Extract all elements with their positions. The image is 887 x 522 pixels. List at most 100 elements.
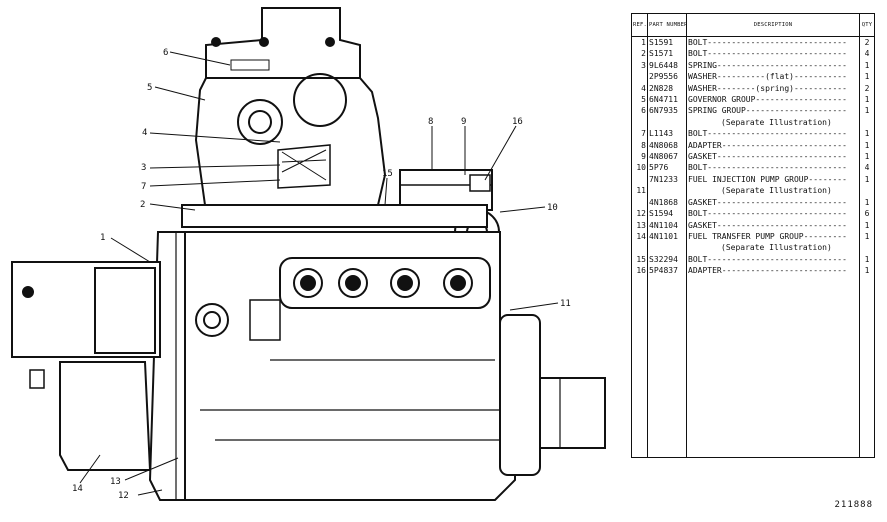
cell-description: GASKET--------------------------- [686,151,860,163]
cell-part-number: L1143 [647,128,687,140]
cell-qty [859,185,875,197]
cell-description: (Separate Illustration) [686,185,860,197]
callout-2: 2 [140,200,145,210]
cell-ref: 16 [631,265,648,277]
callout-5: 5 [147,83,152,93]
callout-11: 11 [560,299,571,309]
cell-description: FUEL TRANSFER PUMP GROUP--------- [686,230,860,243]
callout-7: 7 [141,182,146,192]
callout-1: 1 [100,233,105,243]
blank-cell [631,276,648,458]
cell-part-number [647,116,687,129]
cell-qty: 4 [859,162,875,174]
governor-housing [194,7,387,206]
cell-description: ADAPTER-------------------------- [686,139,860,152]
cell-ref: 14 [631,230,648,243]
cell-part-number: 5P76 [647,162,687,174]
cell-qty: 1 [859,265,875,277]
blank-cell [647,276,687,458]
leader-lines [79,51,559,496]
cell-part-number [647,185,687,197]
pump-body [148,231,516,501]
callout-9: 9 [461,117,466,127]
cell-description: BOLT----------------------------- [686,162,860,174]
callout-3: 3 [141,163,146,173]
cell-ref [631,71,648,83]
callout-15: 15 [382,169,393,179]
cell-part-number: 4N8068 [647,139,687,152]
callout-13: 13 [110,477,121,487]
cell-ref [631,196,648,209]
cell-ref: 1 [631,36,648,49]
cell-ref: 9 [631,151,648,163]
base-plate [181,204,488,228]
callout-8: 8 [428,117,433,127]
cell-description: BOLT----------------------------- [686,48,860,60]
cell-ref: 10 [631,162,648,174]
table-blank-space [631,276,875,458]
cell-ref: 5 [631,94,648,106]
callout-4: 4 [142,128,147,138]
cell-part-number: 9L6448 [647,59,687,72]
transfer-pump [11,261,161,471]
table-row: (Separate Illustration) [631,242,875,254]
cell-description: BOLT----------------------------- [686,253,860,266]
header-ref-no: REF. NO. [631,13,648,37]
drive-end [499,314,606,476]
cell-description: ADAPTER-------------------------- [686,265,860,277]
cell-ref: 7 [631,128,648,140]
cell-ref: 12 [631,208,648,220]
callout-14: 14 [72,484,83,494]
table-row: (Separate Illustration) [631,116,875,129]
header-description: DESCRIPTION [686,13,860,37]
cell-qty: 1 [859,219,875,231]
cell-part-number: S32294 [647,253,687,266]
parts-table-header: REF. NO. PART NUMBER DESCRIPTION QTY [631,13,875,37]
header-qty: QTY [859,13,875,37]
cell-ref: 11 [631,185,648,197]
cell-qty [859,242,875,254]
cell-part-number: 5P4837 [647,265,687,277]
cell-description: GASKET--------------------------- [686,219,860,231]
cell-qty: 1 [859,196,875,209]
cell-qty: 1 [859,128,875,140]
cell-qty: 1 [859,139,875,152]
cell-qty: 6 [859,208,875,220]
cell-ref: 3 [631,59,648,72]
table-row: 11 (Separate Illustration) [631,185,875,197]
cell-qty: 1 [859,71,875,83]
blank-cell [859,276,875,458]
cell-ref: 6 [631,105,648,117]
cell-description: BOLT----------------------------- [686,208,860,220]
cell-ref [631,173,648,186]
callout-10: 10 [547,203,558,213]
cell-qty: 2 [859,36,875,49]
cell-ref [631,116,648,129]
cell-description: GASKET--------------------------- [686,196,860,209]
header-part-number: PART NUMBER [647,13,687,37]
cell-part-number: 6N7935 [647,105,687,117]
cell-part-number: 4N1104 [647,219,687,231]
cell-qty: 4 [859,48,875,60]
cell-part-number: S1571 [647,48,687,60]
cell-qty: 1 [859,230,875,243]
cell-ref: 13 [631,219,648,231]
cell-description: (Separate Illustration) [686,116,860,129]
parts-illustration: 1 2 3 4 5 6 7 8 9 16 10 11 12 13 14 15 [11,7,606,501]
cell-qty: 1 [859,151,875,163]
callout-12: 12 [118,491,129,501]
